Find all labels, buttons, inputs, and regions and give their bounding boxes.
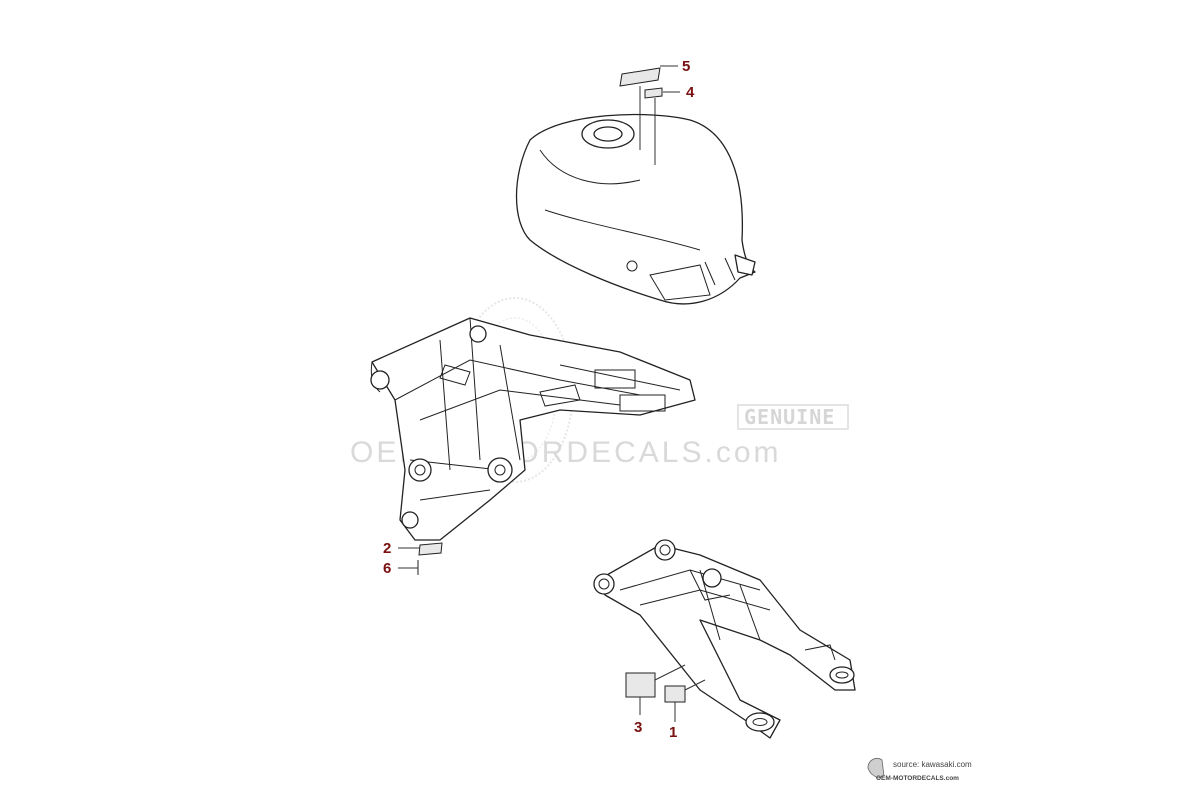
source-credit: source: kawasaki.com OEM-MOTORDECALS.com: [867, 758, 972, 782]
decal-1: [664, 685, 686, 703]
callout-5: 5: [682, 58, 690, 75]
callouts: 5 4 2 6 3 1: [383, 58, 695, 741]
fuel-tank: [515, 113, 756, 305]
frame: [370, 317, 696, 541]
decal-4: [644, 87, 663, 99]
tank-decals: [619, 65, 680, 165]
callout-3: 3: [634, 719, 642, 736]
callout-1: 1: [669, 724, 677, 741]
watermark-genuine-badge: GENUINE: [744, 405, 835, 429]
decal-2: [418, 542, 443, 556]
decal-5: [619, 67, 661, 87]
source-text: source: kawasaki.com: [893, 760, 972, 769]
callout-6: 6: [383, 560, 391, 577]
callout-2: 2: [383, 540, 391, 557]
callout-4: 4: [686, 84, 695, 101]
swingarm: [593, 539, 856, 739]
frame-decals: [398, 542, 443, 575]
swingarm-decals: [625, 664, 706, 722]
source-brand: OEM-MOTORDECALS.com: [876, 775, 959, 782]
helmet-logo-icon: [867, 758, 885, 779]
decal-3: [625, 672, 656, 698]
